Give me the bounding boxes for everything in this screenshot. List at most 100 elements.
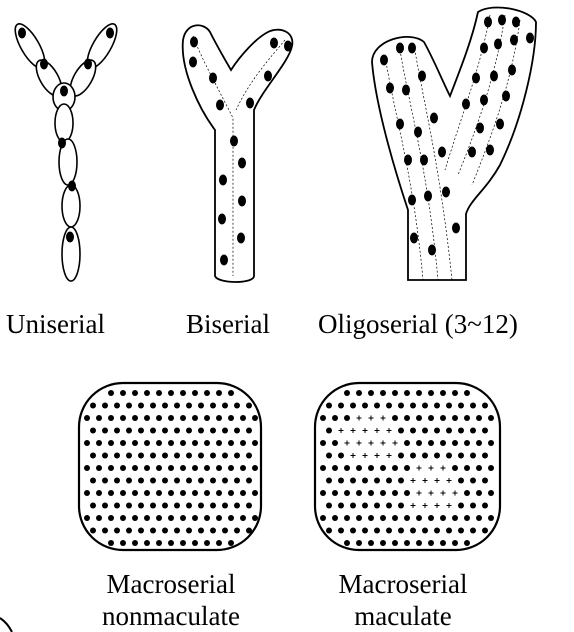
ray-cell-dot (102, 453, 108, 459)
ray-cell-dot (162, 403, 168, 409)
ray-cell-dot (150, 478, 156, 484)
ray-cell-dot (174, 503, 180, 509)
ray-cell-dot (428, 440, 434, 446)
ray-cell-dot (476, 490, 482, 496)
ray-cell-dot (168, 490, 174, 496)
ray-cell-dot (320, 465, 326, 471)
ray-cell-dot (180, 390, 186, 396)
ray-cell-dot (180, 490, 186, 496)
ray-cell-dot (344, 540, 350, 546)
ray-cell-dot (380, 540, 386, 546)
ray-cell-dot (228, 490, 234, 496)
ray-cell-dot (350, 478, 356, 484)
ray-cell-dot (428, 540, 434, 546)
ray-cell-dot (410, 428, 416, 434)
ray-cell-dot (452, 390, 458, 396)
ray-cell-dot (356, 390, 362, 396)
ray-cell-dot (96, 515, 102, 521)
ray-cell-dot (344, 415, 350, 421)
caption-macroserial-nonmaculate-line1: Macroserial (66, 568, 276, 600)
ray-cell-dot (192, 540, 198, 546)
ray-cell-dot (458, 453, 464, 459)
ray-cell-dot (386, 403, 392, 409)
ray-cell-dot (458, 528, 464, 534)
ray-cell-dot (434, 403, 440, 409)
ray-cell-dot (216, 390, 222, 396)
ray-cell-dot (120, 490, 126, 496)
ray-cell-dot (356, 465, 362, 471)
ray-cell-dot (228, 515, 234, 521)
ray-cell-dot (144, 390, 150, 396)
ray-cell-dot (458, 403, 464, 409)
ray-cell-dot (246, 403, 252, 409)
ray-cell-dot (84, 465, 90, 471)
ray-cell-dot (482, 453, 488, 459)
ray-cell-dot (108, 415, 114, 421)
ray-cell-dot (482, 478, 488, 484)
ray-cell-dot (138, 403, 144, 409)
ray-cell-dot (150, 403, 156, 409)
ray-cell-dot (380, 465, 386, 471)
ray-cell-dot (392, 515, 398, 521)
ray-cell-dot (422, 428, 428, 434)
ray-cell-dot (374, 503, 380, 509)
ray-cell-dot (488, 490, 494, 496)
ray-cell-dot (398, 528, 404, 534)
ray-cell-dot (204, 515, 210, 521)
ray-cell-dot (410, 453, 416, 459)
ray-cell-dot (350, 528, 356, 534)
ray-cell-dot (252, 465, 258, 471)
ray-cell-dot (326, 503, 332, 509)
ray-cell-dot (174, 528, 180, 534)
ray-cell-dot (470, 528, 476, 534)
ray-cell-dot (186, 453, 192, 459)
ray-cell-dot (228, 390, 234, 396)
ray-cell-dot (470, 453, 476, 459)
ray-cell-dot (156, 465, 162, 471)
ray-cell-dot (404, 515, 410, 521)
ray-cell-dot (374, 478, 380, 484)
ray-cell-dot (96, 440, 102, 446)
ray-cell-dot (470, 503, 476, 509)
biserial-diagram (183, 25, 293, 282)
ray-cell-dot (452, 465, 458, 471)
ray-cell-dot (222, 403, 228, 409)
ray-cell-dot (150, 503, 156, 509)
ray-cell-dot (192, 515, 198, 521)
ray-cell-dot (108, 465, 114, 471)
ray-cell-dot (464, 415, 470, 421)
ray-cell-dot (404, 540, 410, 546)
ray-cell-dot (174, 478, 180, 484)
ray-cell-dot (126, 478, 132, 484)
ray-cell-dot (210, 478, 216, 484)
ray-cell-dot (374, 403, 380, 409)
ray-cell-dot (210, 528, 216, 534)
ray-cell-dot (144, 440, 150, 446)
ray-cell-dot (326, 528, 332, 534)
ray-cell-dot (368, 390, 374, 396)
ray-cell-dot (96, 465, 102, 471)
ray-cell-dot (398, 453, 404, 459)
ray-cell-dot (126, 503, 132, 509)
ray-cell-dot (440, 515, 446, 521)
ray-cell-dot (156, 515, 162, 521)
ray-cell-dot (368, 515, 374, 521)
ray-cell-dot (114, 403, 120, 409)
ray-cell-dot (168, 415, 174, 421)
ray-cell-dot (132, 515, 138, 521)
ray-cell-dot (204, 440, 210, 446)
ray-cell-dot (210, 428, 216, 434)
ray-cell-dot (246, 428, 252, 434)
ray-cell-dot (210, 503, 216, 509)
ray-cell-dot (174, 403, 180, 409)
ray-cell-dot (108, 515, 114, 521)
ray-cell-dot (132, 540, 138, 546)
ray-cell-dot (102, 478, 108, 484)
uniserial-diagram (10, 20, 123, 281)
ray-cell-dot (120, 515, 126, 521)
ray-cell-dot (192, 465, 198, 471)
ray-cell-dot (428, 415, 434, 421)
caption-macroserial-maculate: Macroserial maculate (303, 568, 503, 632)
ray-cell-dot (452, 440, 458, 446)
ray-cell-dot (320, 515, 326, 521)
